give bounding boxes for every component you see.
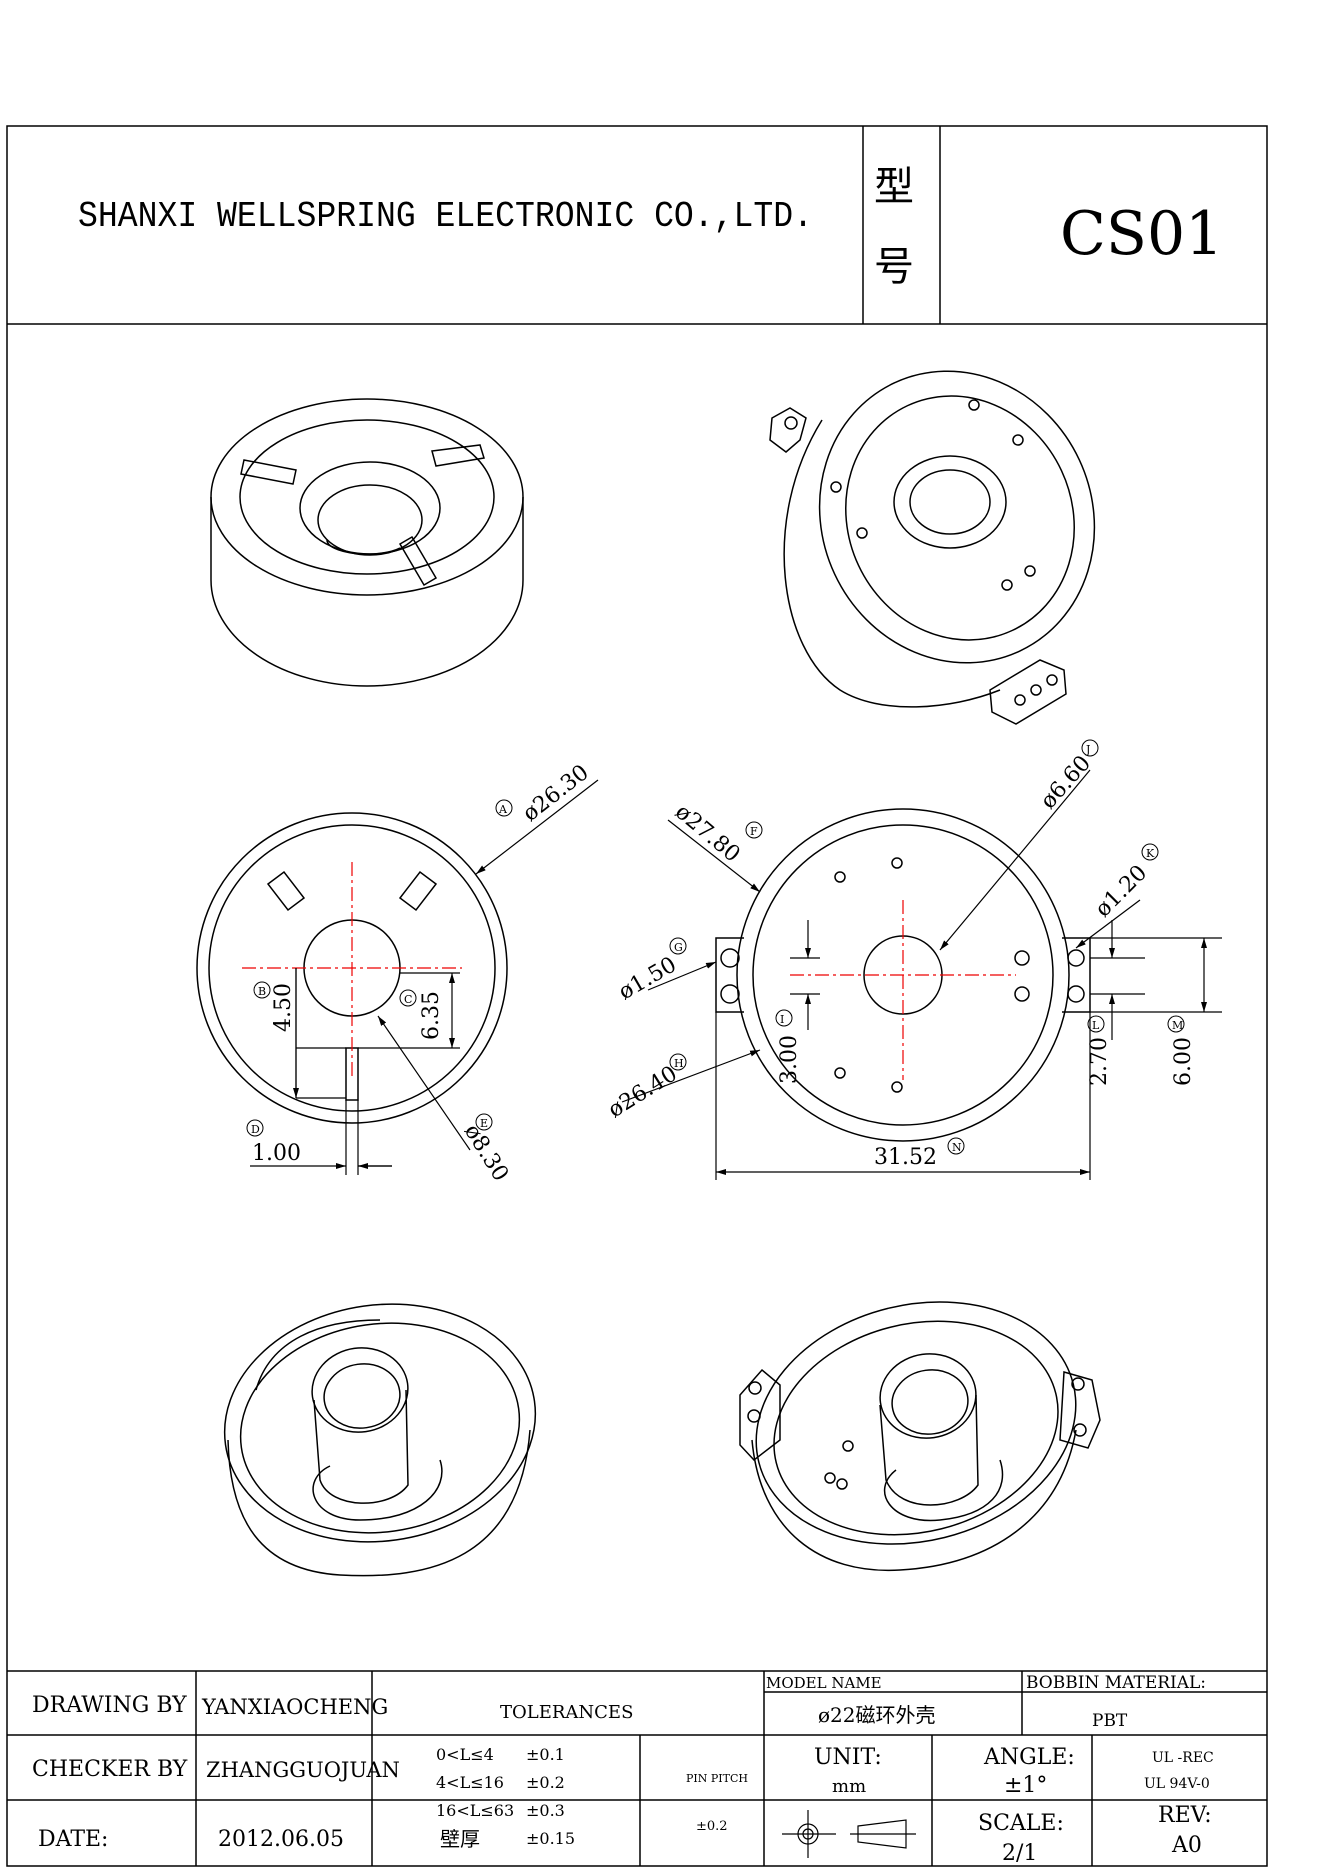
dim-label-j: J <box>1085 743 1090 756</box>
tol-range-0: 0<L≤4 <box>436 1745 494 1764</box>
date-value: 2012.06.05 <box>218 1827 344 1852</box>
dim-value-i: 3.00 <box>777 1035 802 1084</box>
pin-pitch-value: ±0.2 <box>696 1819 728 1834</box>
dim-label-m: M <box>1172 1019 1183 1032</box>
projection-symbol-icon <box>782 1810 916 1858</box>
tol-value-0: ±0.1 <box>526 1745 565 1764</box>
front-view-centerlines <box>242 862 462 1080</box>
front-view-dimensions <box>250 779 599 1175</box>
scale-value: 2/1 <box>1002 1841 1037 1866</box>
dim-label-e: E <box>480 1117 488 1130</box>
iso-view-bottom-right <box>739 1301 1101 1572</box>
dim-value-a: ø26.30 <box>518 760 593 827</box>
back-view-dimensions <box>621 769 1222 1180</box>
iso-view-top-left <box>210 398 524 687</box>
dim-value-c: 6.35 <box>419 991 444 1040</box>
dim-label-f: F <box>750 825 758 838</box>
date-label: DATE: <box>38 1827 108 1852</box>
back-view-labels: F ø27.80 G ø1.50 H ø26.40 I 3.00 J ø6.60… <box>604 739 1196 1170</box>
bobbin-material-label: BOBBIN MATERIAL: <box>1026 1673 1206 1693</box>
dim-label-g: G <box>674 941 683 954</box>
title-block-text: DRAWING BY YANXIAOCHENG CHECKER BY ZHANG… <box>32 1673 1214 1866</box>
tol-value-2: ±0.3 <box>526 1801 565 1820</box>
ul-line-1: UL -REC <box>1152 1750 1214 1766</box>
dim-value-k: ø1.20 <box>1091 861 1153 923</box>
dim-label-b: B <box>258 985 266 998</box>
rev-value: A0 <box>1171 1833 1202 1858</box>
angle-label: ANGLE: <box>983 1745 1075 1770</box>
dim-value-g: ø1.50 <box>615 952 681 1005</box>
iso-view-bottom-left <box>223 1303 537 1577</box>
tol-value-1: ±0.2 <box>526 1773 565 1792</box>
dim-value-n: 31.52 <box>874 1145 937 1170</box>
scale-label: SCALE: <box>978 1811 1064 1836</box>
checker-by-label: CHECKER BY <box>32 1757 188 1782</box>
rev-label: REV: <box>1158 1803 1212 1828</box>
model-name-value: ø22磁环外壳 <box>818 1703 936 1727</box>
dim-value-m: 6.00 <box>1171 1037 1196 1086</box>
tol-range-3: 壁厚 <box>440 1827 480 1851</box>
dim-value-b: 4.50 <box>271 983 296 1032</box>
dim-label-k: K <box>1146 847 1155 860</box>
dim-label-h: H <box>674 1057 684 1070</box>
ul-line-2: UL 94V-0 <box>1144 1776 1210 1792</box>
dim-value-d: 1.00 <box>252 1141 301 1166</box>
pin-pitch-label: PIN PITCH <box>686 1772 748 1785</box>
tol-range-1: 4<L≤16 <box>436 1773 504 1792</box>
unit-label: UNIT: <box>814 1745 882 1770</box>
back-view-centerlines <box>790 900 1016 1080</box>
checker-by-value: ZHANGGUOJUAN <box>206 1758 400 1782</box>
iso-view-top-right <box>769 370 1096 725</box>
dim-value-j: ø6.60 <box>1036 751 1096 814</box>
model-label-line1: 型 <box>874 164 914 210</box>
title-block-grid <box>7 1671 1267 1866</box>
model-label-line2: 号 <box>874 244 914 290</box>
tol-value-3: ±0.15 <box>526 1829 575 1848</box>
dim-value-l: 2.70 <box>1087 1037 1112 1086</box>
drawing-by-value: YANXIAOCHENG <box>201 1695 388 1719</box>
drawing-frame <box>6 125 1268 1867</box>
unit-value: mm <box>832 1776 866 1797</box>
dim-value-h: ø26.40 <box>604 1061 682 1123</box>
back-view <box>715 808 1091 1142</box>
dim-label-i: I <box>780 1013 784 1026</box>
dim-label-d: D <box>251 1123 260 1136</box>
model-code: CS01 <box>1060 199 1223 269</box>
angle-value: ±1° <box>1004 1773 1047 1798</box>
dim-label-n: N <box>952 1141 962 1154</box>
bobbin-material-value: PBT <box>1092 1711 1128 1731</box>
dim-label-l: L <box>1092 1019 1100 1032</box>
dim-label-c: C <box>404 993 412 1006</box>
dim-value-e: ø8.30 <box>459 1120 513 1186</box>
drawing-by-label: DRAWING BY <box>32 1693 187 1718</box>
dim-value-f: ø27.80 <box>670 799 744 867</box>
tolerances-label: TOLERANCES <box>500 1702 633 1723</box>
dim-label-a: A <box>498 803 508 816</box>
model-name-label: MODEL NAME <box>766 1674 882 1692</box>
tol-range-2: 16<L≤63 <box>436 1801 514 1820</box>
company-name: SHANXI WELLSPRING ELECTRONIC CO.,LTD. <box>78 196 813 237</box>
